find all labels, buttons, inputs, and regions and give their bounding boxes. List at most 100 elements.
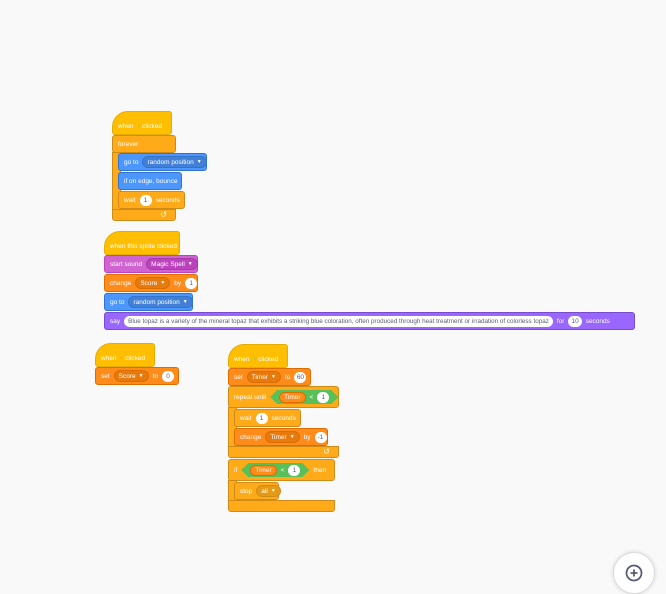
- when-flag-clicked-block[interactable]: when clicked: [112, 111, 172, 135]
- variable-dropdown[interactable]: Score▼: [135, 277, 171, 289]
- variable-dropdown[interactable]: Timer▼: [265, 431, 300, 443]
- sound-dropdown[interactable]: Magic Spell▼: [146, 258, 198, 270]
- set-timer-block[interactable]: set Timer▼ to 60: [228, 368, 311, 386]
- timer-reporter[interactable]: Timer: [279, 392, 305, 403]
- go-to-label: go to: [110, 298, 125, 306]
- set-label: set: [101, 372, 110, 380]
- variable-name-value: Timer: [270, 433, 287, 441]
- go-to-target-dropdown[interactable]: random position▼: [128, 296, 193, 308]
- clicked-label: clicked: [258, 355, 278, 363]
- change-label: change: [240, 433, 262, 441]
- when-label: when: [234, 355, 250, 363]
- repeat-until-label: repeat until: [234, 393, 267, 401]
- seconds-label: seconds: [271, 414, 296, 422]
- stop-all-block[interactable]: stop all▼: [234, 482, 281, 500]
- less-than-label: <: [309, 393, 314, 401]
- set-value-input[interactable]: 0: [162, 370, 175, 382]
- dropdown-arrow-icon: ▼: [160, 280, 166, 286]
- variable-dropdown[interactable]: Timer▼: [246, 371, 281, 383]
- variable-name-value: Score: [118, 372, 136, 380]
- stop-option-dropdown[interactable]: all▼: [256, 485, 281, 497]
- timer-reporter[interactable]: Timer: [250, 465, 276, 476]
- green-flag-icon: [120, 357, 123, 359]
- when-label: when: [101, 354, 117, 362]
- if-on-edge-bounce-block[interactable]: if on edge, bounce: [118, 172, 182, 190]
- hat-label: when this sprite clicked: [110, 242, 177, 250]
- go-to-target-dropdown[interactable]: random position▼: [142, 156, 207, 168]
- zoom-in-icon: [625, 564, 643, 582]
- to-label: to: [152, 372, 159, 380]
- compare-value-input[interactable]: 1: [288, 465, 300, 476]
- wait-label: wait: [124, 196, 136, 204]
- green-flag-icon: [137, 125, 140, 127]
- clicked-label: clicked: [142, 122, 162, 130]
- wait-seconds-input[interactable]: 1: [255, 412, 268, 424]
- repeat-until-block[interactable]: repeat until Timer < 1: [228, 386, 339, 408]
- dropdown-arrow-icon: ▼: [196, 159, 202, 165]
- go-to-target-value: random position: [147, 158, 194, 166]
- change-amount-input[interactable]: 1: [185, 277, 198, 289]
- loop-arrow-icon: ↺: [160, 210, 167, 219]
- forever-label: forever: [118, 140, 139, 148]
- wait-seconds-input[interactable]: 1: [139, 194, 152, 206]
- seconds-label: seconds: [155, 196, 180, 204]
- zoom-in-button[interactable]: [613, 552, 655, 594]
- start-sound-block[interactable]: start sound Magic Spell▼: [104, 255, 198, 273]
- stop-label: stop: [240, 487, 253, 495]
- go-to-label: go to: [124, 158, 139, 166]
- say-for-seconds-block[interactable]: say Blue topaz is a variety of the miner…: [104, 312, 635, 330]
- dropdown-arrow-icon: ▼: [138, 373, 144, 379]
- go-to-target-value: random position: [133, 298, 180, 306]
- variable-dropdown[interactable]: Score▼: [113, 370, 149, 382]
- when-label: when: [118, 122, 134, 130]
- set-score-block[interactable]: set Score▼ to 0: [95, 367, 179, 385]
- compare-value-input[interactable]: 1: [317, 392, 329, 403]
- wait-block[interactable]: wait 1 seconds: [118, 191, 185, 209]
- change-amount-input[interactable]: -1: [314, 431, 327, 443]
- if-label: if: [234, 466, 238, 474]
- change-score-block[interactable]: change Score▼ by 1: [104, 274, 198, 292]
- less-than-operator[interactable]: Timer < 1: [241, 463, 309, 477]
- if-bottom: [228, 500, 335, 512]
- clicked-label: clicked: [125, 354, 145, 362]
- start-sound-label: start sound: [110, 260, 143, 268]
- dropdown-arrow-icon: ▼: [187, 261, 193, 267]
- say-message-input[interactable]: Blue topaz is a variety of the mineral t…: [124, 315, 553, 327]
- when-flag-clicked-block[interactable]: when clicked: [95, 343, 155, 367]
- repeat-bottom: ↺: [228, 446, 339, 458]
- dropdown-arrow-icon: ▼: [182, 299, 188, 305]
- loop-arrow-icon: ↺: [323, 447, 330, 456]
- go-to-block[interactable]: go to random position▼: [104, 293, 193, 311]
- dropdown-arrow-icon: ▼: [271, 374, 276, 380]
- when-sprite-clicked-block[interactable]: when this sprite clicked: [104, 231, 180, 255]
- dropdown-arrow-icon: ▼: [270, 488, 276, 494]
- set-label: set: [234, 373, 243, 381]
- variable-name-value: Score: [140, 279, 158, 287]
- stop-option-value: all: [261, 487, 268, 495]
- wait-label: wait: [240, 414, 252, 422]
- variable-name-value: Timer: [251, 373, 269, 381]
- bounce-label: if on edge, bounce: [124, 177, 178, 185]
- wait-block[interactable]: wait 1 seconds: [234, 409, 301, 427]
- go-to-block[interactable]: go to random position▼: [118, 153, 207, 171]
- sound-name-value: Magic Spell: [151, 260, 185, 268]
- change-timer-block[interactable]: change Timer▼ by -1: [234, 428, 328, 446]
- when-flag-clicked-block[interactable]: when clicked: [228, 344, 288, 368]
- set-value-input[interactable]: 60: [294, 371, 307, 383]
- say-label: say: [110, 317, 121, 325]
- by-label: by: [174, 279, 182, 287]
- change-label: change: [110, 279, 132, 287]
- seconds-label: seconds: [585, 317, 610, 325]
- dropdown-arrow-icon: ▼: [289, 434, 295, 440]
- if-then-block[interactable]: if Timer < 1 then: [228, 459, 335, 481]
- forever-block[interactable]: forever: [112, 135, 176, 153]
- then-label: then: [313, 466, 327, 474]
- forever-bottom: ↺: [112, 209, 176, 221]
- say-duration-input[interactable]: 10: [568, 315, 582, 327]
- for-label: for: [556, 317, 565, 325]
- less-than-label: <: [280, 466, 285, 474]
- by-label: by: [303, 433, 311, 441]
- green-flag-icon: [253, 358, 256, 360]
- to-label: to: [285, 373, 291, 381]
- less-than-operator[interactable]: Timer < 1: [270, 390, 338, 404]
